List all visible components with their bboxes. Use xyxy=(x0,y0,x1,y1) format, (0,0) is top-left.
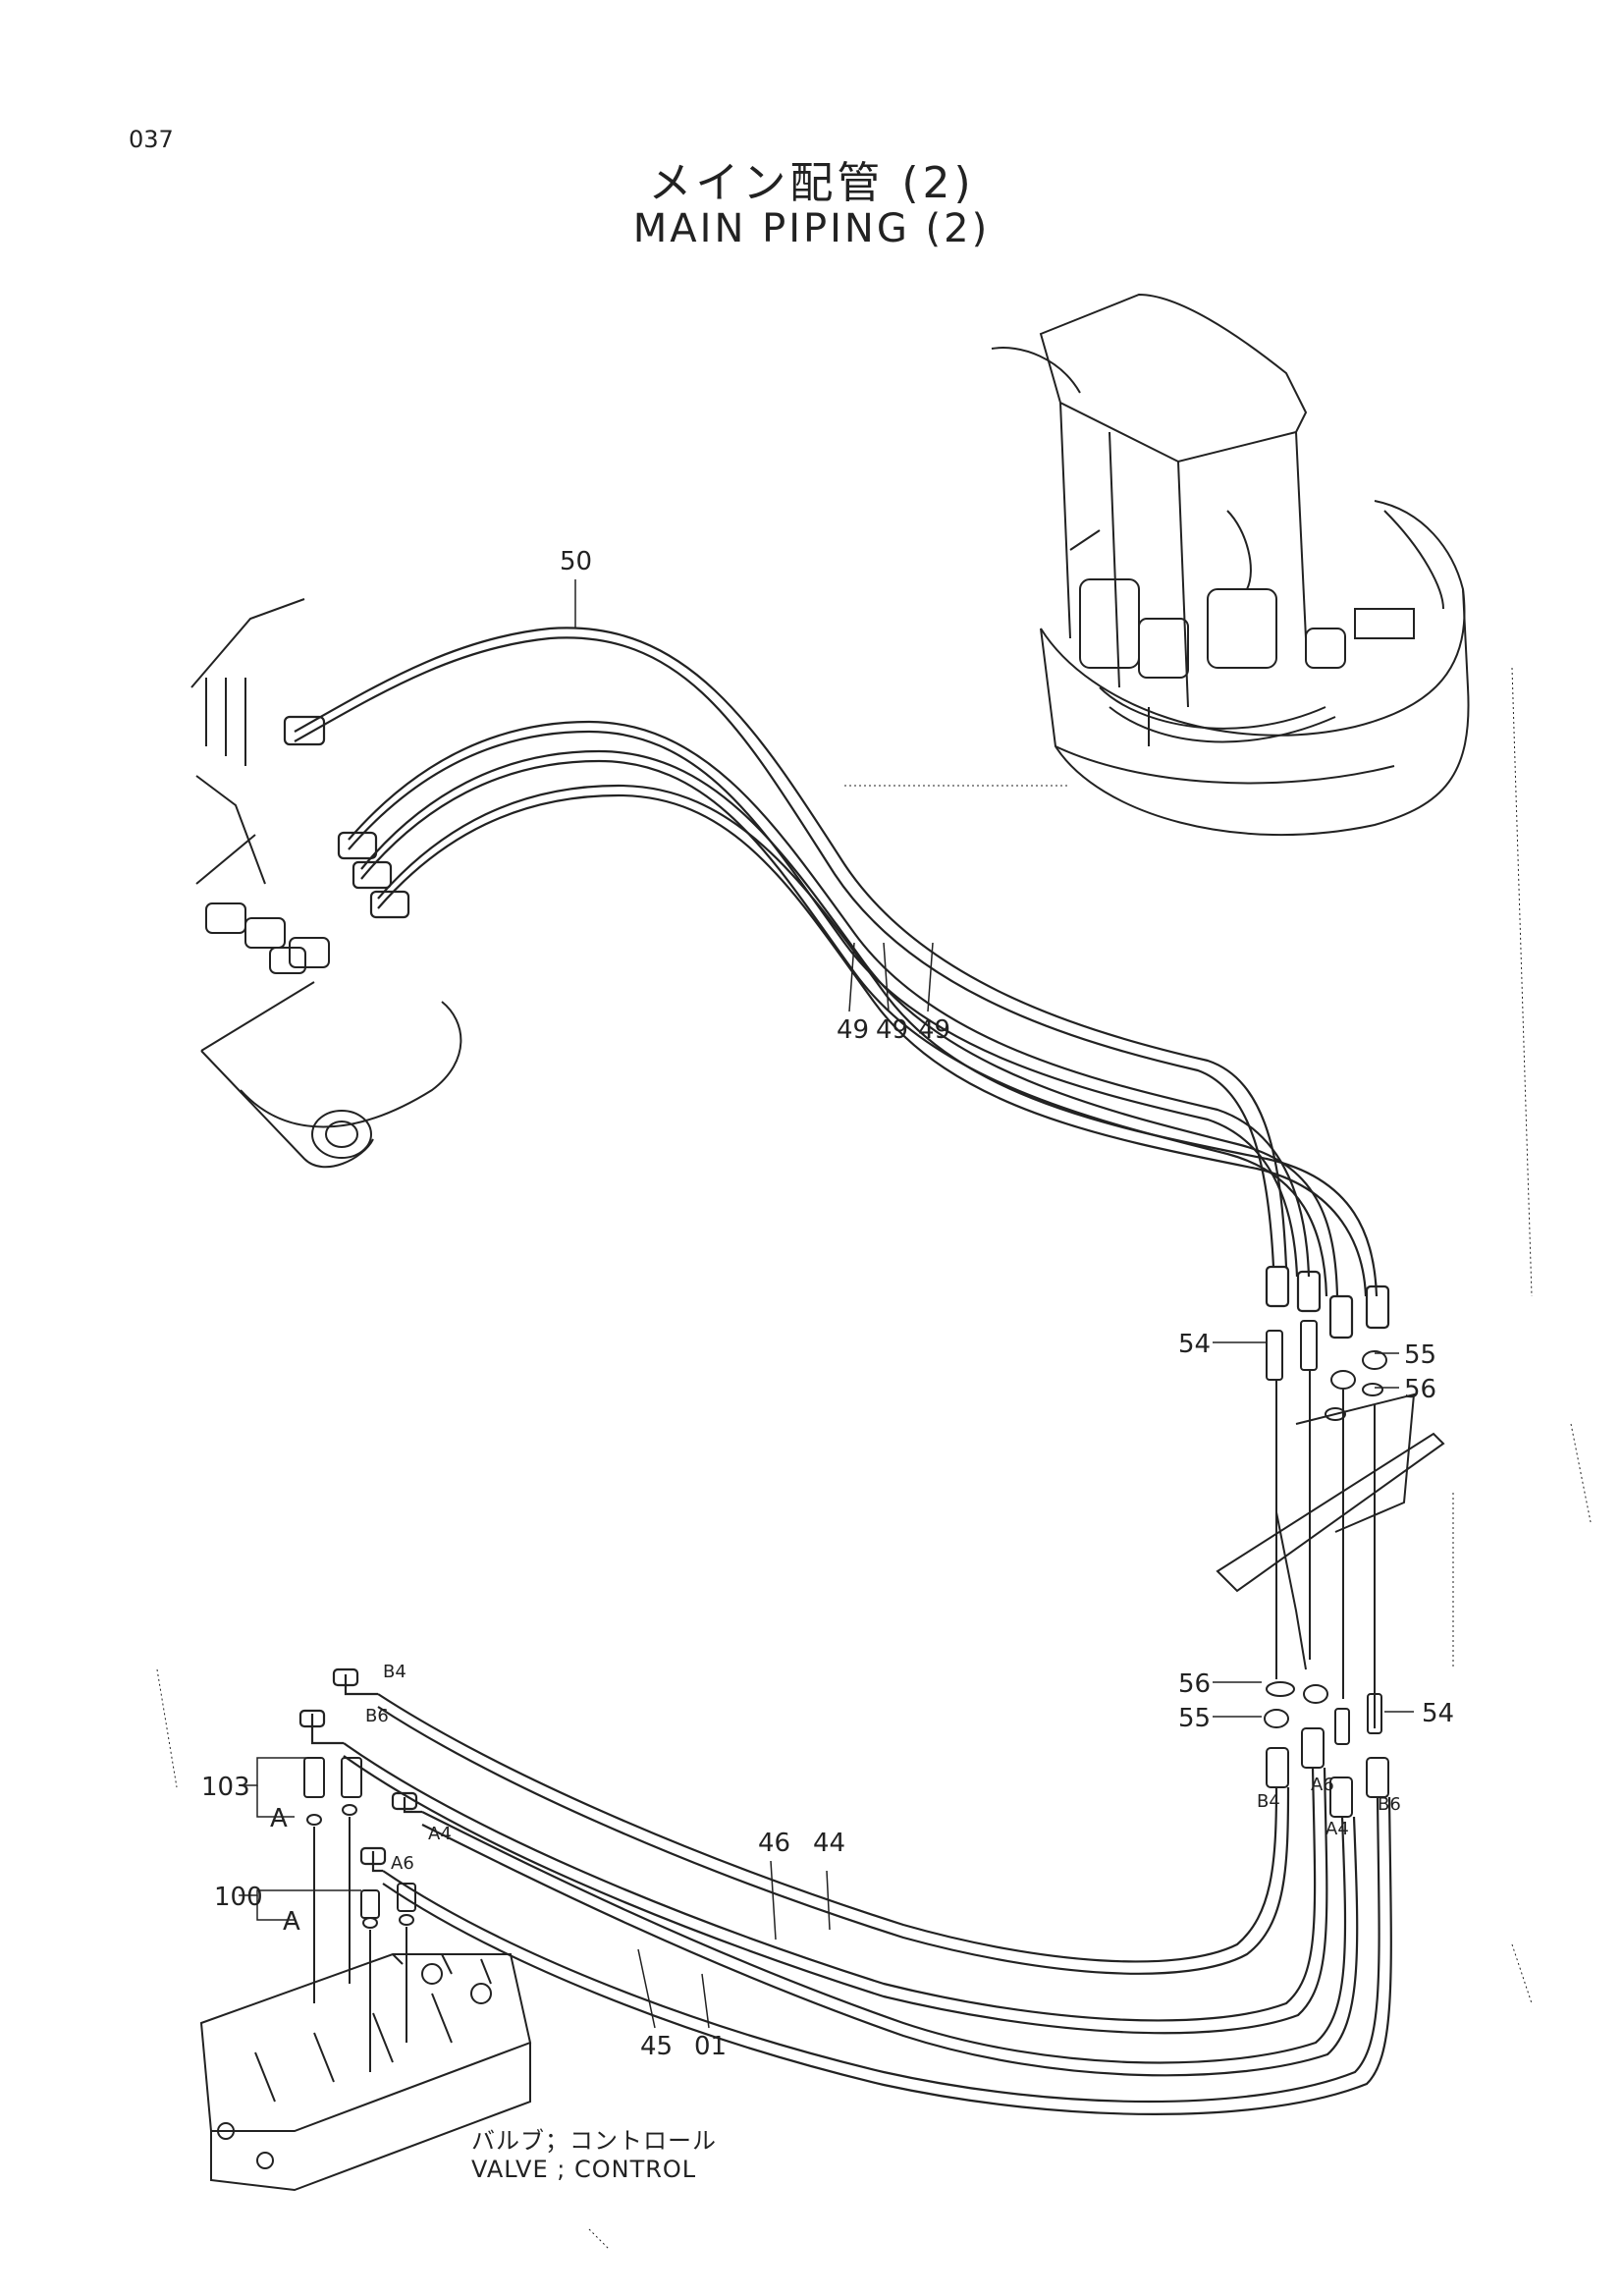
port-a4-valve-side: A4 xyxy=(428,1824,452,1844)
diagram-title-japanese: メイン配管 (2) xyxy=(648,158,975,208)
callout-44: 44 xyxy=(813,1829,845,1858)
callout-01: 01 xyxy=(694,2032,727,2061)
callout-55-lower: 55 xyxy=(1178,1704,1211,1733)
callout-56-upper: 56 xyxy=(1404,1375,1436,1404)
callout-49-left: 49 xyxy=(837,1015,869,1045)
callout-54-upper: 54 xyxy=(1178,1330,1211,1359)
callout-56-lower: 56 xyxy=(1178,1669,1211,1699)
page-number: 037 xyxy=(129,126,174,153)
callout-leaders xyxy=(239,579,1414,2029)
boom-illustration xyxy=(190,598,462,1169)
callout-45: 45 xyxy=(640,2032,673,2061)
port-a6-boom-side: A6 xyxy=(1311,1775,1334,1795)
callout-103: 103 xyxy=(201,1773,250,1802)
port-a6-valve-side: A6 xyxy=(391,1853,414,1874)
port-a4-boom-side: A4 xyxy=(1325,1819,1349,1839)
valve-caption-japanese: バルブ；コントロール xyxy=(471,2127,717,2155)
control-valve-illustration xyxy=(199,1757,532,2192)
port-b6-boom-side: B6 xyxy=(1378,1794,1401,1815)
callout-100: 100 xyxy=(214,1883,263,1912)
port-b4-valve-side: B4 xyxy=(383,1662,406,1682)
detail-marker-a-upper: A xyxy=(270,1804,288,1833)
callout-50: 50 xyxy=(560,547,592,576)
valve-caption-english: VALVE ; CONTROL xyxy=(471,2156,697,2183)
hose-assembly-44-46-45-01 xyxy=(298,1667,1392,2115)
detail-marker-a-lower: A xyxy=(283,1907,300,1937)
callout-labels: 50 49 49 49 54 55 56 56 55 54 46 44 45 0… xyxy=(201,547,1454,2061)
diagram-title-english: MAIN PIPING (2) xyxy=(632,206,991,251)
callout-54-lower: 54 xyxy=(1422,1699,1454,1728)
hose-assembly-50-49 xyxy=(283,627,1390,1339)
callout-49-right: 49 xyxy=(918,1015,950,1045)
port-b6-valve-side: B6 xyxy=(365,1706,389,1726)
reference-dotted-lines xyxy=(156,667,1592,2250)
port-b4-boom-side: B4 xyxy=(1257,1791,1280,1812)
callout-46: 46 xyxy=(758,1829,790,1858)
excavator-cab-illustration xyxy=(991,293,1470,836)
callout-55-upper: 55 xyxy=(1404,1340,1436,1370)
port-labels: B4 B6 A4 A6 B4 A6 A4 B6 xyxy=(365,1662,1401,1874)
callout-49-middle: 49 xyxy=(876,1015,908,1045)
bracket-and-fittings xyxy=(1216,1320,1445,1818)
